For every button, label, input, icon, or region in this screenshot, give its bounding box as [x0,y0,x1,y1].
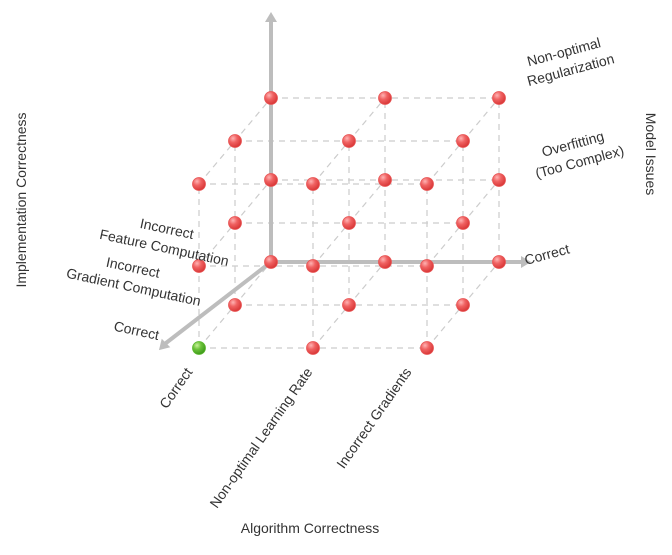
point-incorrect [264,255,278,269]
point-incorrect [420,341,434,355]
y-axis-title: Implementation Correctness [13,112,29,287]
point-incorrect [342,298,356,312]
point-incorrect [228,298,242,312]
implementation-axis-arrowhead [158,338,171,351]
point-incorrect [492,91,506,105]
point-incorrect [192,177,206,191]
z-axis-title: Model Issues [643,113,659,195]
z-tick-overfitting: Overfitting (Too Complex) [529,124,626,181]
point-incorrect [420,177,434,191]
point-incorrect [342,216,356,230]
algorithm-axis-arrowhead [521,256,531,268]
point-incorrect [306,177,320,191]
point-incorrect [342,134,356,148]
point-incorrect [378,173,392,187]
point-incorrect [228,216,242,230]
z-tick-correct: Correct [523,241,572,268]
point-incorrect [306,341,320,355]
y-tick-correct: Correct [112,318,160,343]
point-incorrect [306,259,320,273]
point-incorrect [378,255,392,269]
point-incorrect [264,91,278,105]
implementation-axis-line [164,260,273,345]
x-axis-title: Algorithm Correctness [241,520,380,536]
point-incorrect [456,216,470,230]
point-incorrect [378,91,392,105]
point-incorrect [420,259,434,273]
point-incorrect [492,255,506,269]
point-incorrect [492,173,506,187]
point-incorrect [228,134,242,148]
point-incorrect [192,259,206,273]
point-incorrect [456,134,470,148]
point-incorrect [456,298,470,312]
axis-labels: Algorithm Correctness Implementation Cor… [13,32,659,536]
point-incorrect [264,173,278,187]
x-tick-non-optimal-learning-rate: Non-optimal Learning Rate [206,364,315,510]
x-tick-incorrect-gradients: Incorrect Gradients [333,365,414,472]
error-points [192,91,506,355]
z-tick-non-optimal-regularization: Non-optimal Regularization [520,32,616,89]
model-axis-arrowhead [265,12,277,22]
x-tick-correct: Correct [156,364,195,411]
axis-arrows [158,12,531,351]
point-correct [192,341,206,355]
